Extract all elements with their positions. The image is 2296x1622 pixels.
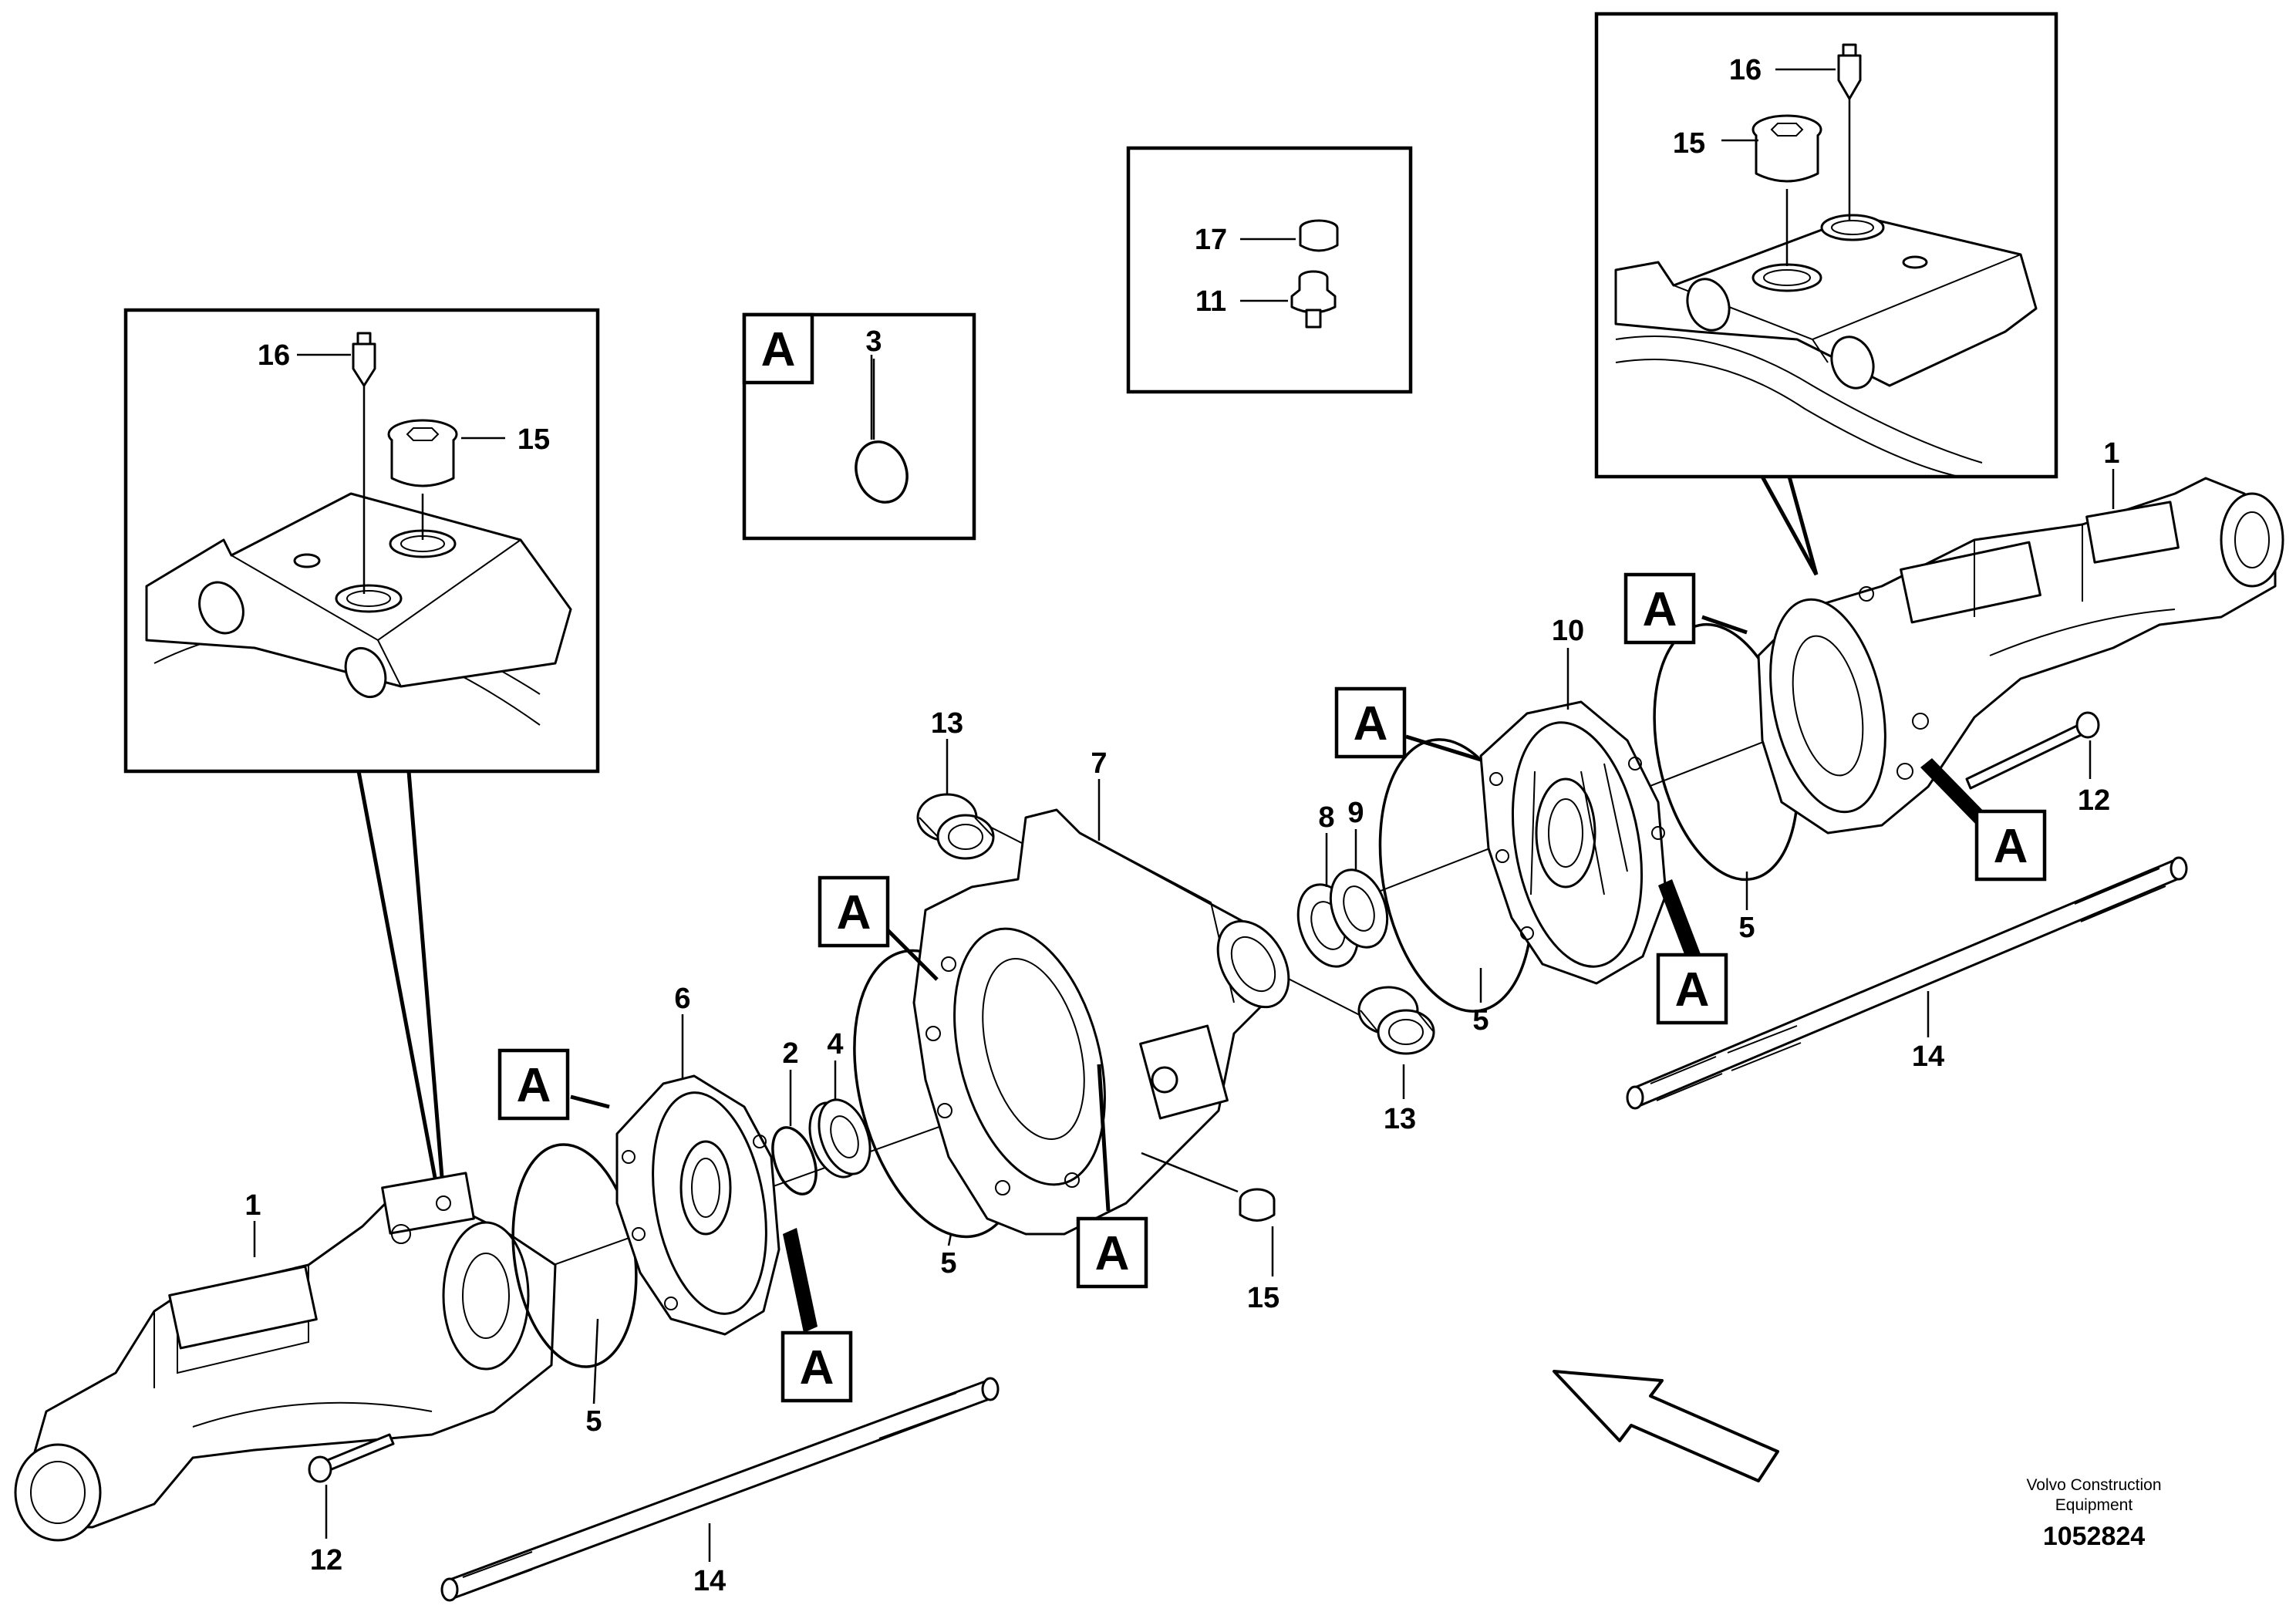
- direction-arrow-icon: [1553, 1370, 1779, 1482]
- grease-nipple-icon: [352, 332, 376, 594]
- reference-a-pointers: [570, 615, 1990, 1333]
- callout-15-right-inset: 15: [1673, 127, 1705, 160]
- callout-4: 4: [827, 1028, 843, 1061]
- callout-14-right: 14: [1912, 1040, 1944, 1073]
- callout-17: 17: [1195, 224, 1227, 256]
- drive-shaft-left: [440, 1377, 1000, 1602]
- callout-1-left: 1: [244, 1189, 261, 1222]
- right-detail-inset: [1594, 12, 2058, 479]
- ref-marker: A: [1675, 963, 1710, 1017]
- callout-5-left: 5: [585, 1405, 602, 1438]
- callout-11: 11: [1195, 285, 1226, 318]
- reference-a-box: [742, 312, 976, 541]
- ref-marker: A: [1994, 820, 2028, 873]
- bearing-parts-left: [771, 1098, 872, 1195]
- ref-marker: A: [1095, 1227, 1130, 1280]
- callout-3: 3: [865, 325, 882, 358]
- brand-line-1: Volvo Construction: [2026, 1476, 2161, 1494]
- callout-6: 6: [674, 983, 690, 1015]
- brand-block: Volvo Construction Equipment 1052824: [2026, 1476, 2161, 1551]
- left-bearing-cover: [615, 1074, 781, 1336]
- part-callouts: 1 1 2 3 4 5 5 5 5 6 7 8 9 10 11 12 12 13…: [244, 54, 2119, 1597]
- ref-marker: A: [1643, 583, 1677, 636]
- callout-7: 7: [1091, 747, 1107, 780]
- ref-marker: A: [1354, 697, 1388, 750]
- callout-16-left-inset: 16: [258, 339, 290, 372]
- right-bearing-cover: [1479, 700, 1667, 985]
- callout-16-right-inset: 16: [1729, 54, 1762, 86]
- grease-nipple-icon: [1837, 43, 1862, 220]
- ref-marker: A: [761, 323, 796, 376]
- callout-12-left: 12: [310, 1544, 342, 1576]
- dowel-icon: [1299, 219, 1339, 252]
- bearing-parts-right: [1296, 868, 1389, 968]
- callout-5-far-right: 5: [1738, 912, 1755, 944]
- callout-1-right: 1: [2103, 437, 2119, 470]
- leader-lines: [253, 355, 2115, 1562]
- callout-10: 10: [1552, 615, 1584, 647]
- left-axle-housing: [14, 1172, 557, 1542]
- callout-15-main: 15: [1247, 1282, 1279, 1314]
- differential-housing: [912, 808, 1290, 1236]
- drain-plug: [1141, 1152, 1276, 1222]
- small-parts-box: [1126, 146, 1413, 394]
- ref-marker: A: [800, 1341, 834, 1394]
- callout-5-centre: 5: [940, 1247, 956, 1280]
- plug-icon: [387, 419, 458, 540]
- brand-line-2: Equipment: [2055, 1496, 2133, 1514]
- reference-a-labels: [497, 572, 2047, 1403]
- callout-13-top: 13: [931, 707, 963, 740]
- callout-14-left: 14: [693, 1565, 726, 1597]
- callout-15-left-inset: 15: [518, 423, 550, 456]
- callout-9: 9: [1347, 797, 1364, 829]
- bearing-cup-bottom: [1357, 986, 1435, 1055]
- reference-a-texts: A A A A A A A A A: [517, 323, 2028, 1394]
- ref-marker: A: [837, 886, 872, 939]
- callout-5-right: 5: [1472, 1004, 1489, 1037]
- left-detail-inset: [123, 308, 600, 774]
- drive-shaft-right: [1626, 856, 2188, 1110]
- plug-icon: [1752, 114, 1822, 266]
- callout-8: 8: [1318, 801, 1334, 834]
- callout-12-right: 12: [2078, 784, 2110, 817]
- bearing-cup-top: [916, 793, 995, 860]
- bolt-icon: [1290, 270, 1337, 329]
- callout-2: 2: [782, 1037, 798, 1070]
- bolt-right: [1965, 711, 2100, 790]
- right-axle-housing: [1757, 477, 2284, 835]
- bolt-left: [308, 1433, 395, 1483]
- ref-marker: A: [517, 1059, 551, 1112]
- callout-13-bottom: 13: [1384, 1103, 1416, 1135]
- document-number: 1052824: [2043, 1522, 2145, 1551]
